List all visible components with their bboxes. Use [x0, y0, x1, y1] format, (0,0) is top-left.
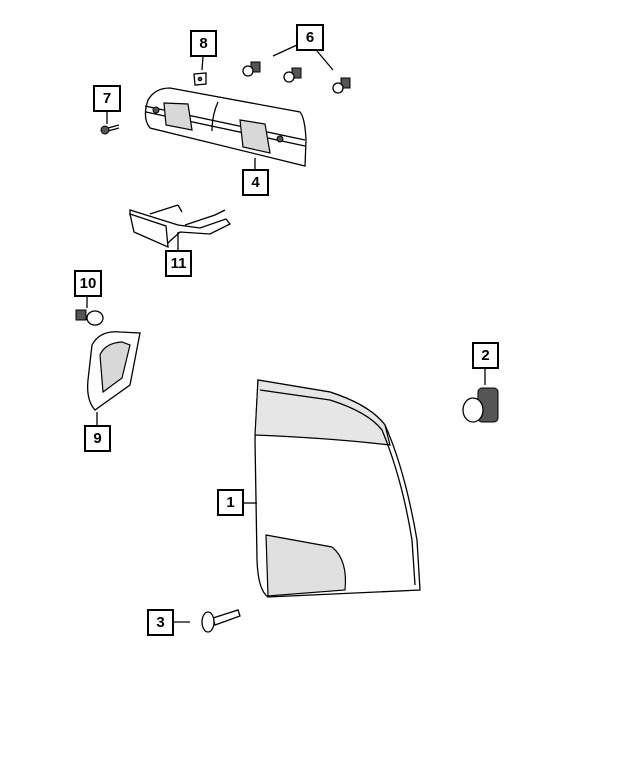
callout-9: 9	[84, 425, 111, 452]
svg-text:7: 7	[103, 90, 111, 107]
callout-4: 4	[242, 169, 269, 196]
part-8-clip	[193, 72, 207, 86]
part-9-housing	[87, 331, 141, 411]
callout-6: 6	[296, 24, 324, 51]
part-2-bulb-socket	[462, 387, 499, 423]
svg-text:11: 11	[171, 255, 187, 272]
callout-2: 2	[472, 342, 499, 369]
callout-1: 1	[217, 489, 244, 516]
callout-3: 3	[147, 609, 174, 636]
svg-text:3: 3	[156, 614, 164, 631]
callout-7: 7	[93, 85, 121, 112]
part-4-brake-light-housing	[144, 87, 307, 167]
part-11-bracket	[129, 204, 232, 249]
svg-text:9: 9	[93, 430, 101, 447]
leader-lines	[86, 44, 486, 623]
part-7-screw	[100, 124, 120, 135]
callout-10: 10	[74, 270, 102, 297]
callout-8: 8	[190, 30, 217, 57]
svg-text:10: 10	[80, 275, 97, 292]
svg-text:8: 8	[199, 35, 207, 52]
part-6-bulbs	[242, 61, 351, 94]
svg-text:1: 1	[226, 494, 234, 511]
callout-11: 11	[165, 250, 192, 277]
svg-text:2: 2	[481, 347, 489, 364]
part-3-screw	[201, 609, 241, 633]
part-1-tail-lamp	[254, 379, 421, 598]
svg-text:6: 6	[306, 29, 314, 46]
svg-text:4: 4	[251, 174, 260, 191]
part-10-bulb	[75, 309, 104, 326]
